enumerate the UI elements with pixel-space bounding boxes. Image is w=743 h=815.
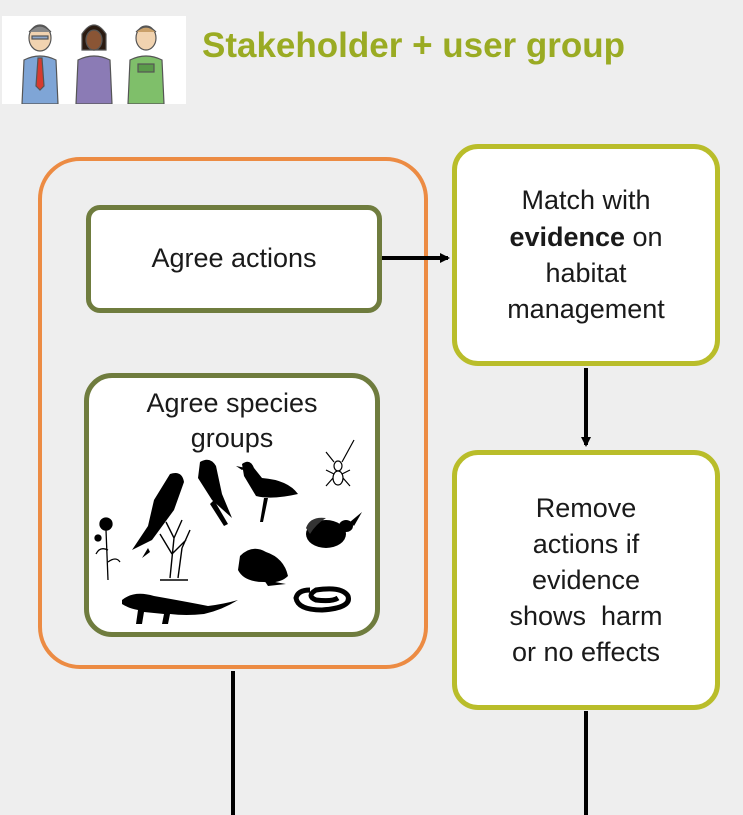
match-line4: management [507,294,665,325]
agree-species-line2: groups [190,423,274,454]
parrot-icon [132,473,184,558]
agree-species-line1: Agree species [146,388,318,418]
bird-icon [198,459,232,526]
remove-actions-box: Remove actions if evidence shows harm or… [452,450,720,710]
remove-line3: evidence [531,564,641,595]
frog-icon [238,548,288,586]
stakeholder-group-box [38,157,428,669]
match-evidence-box: Match with evidence on habitat managemen… [452,144,720,366]
agree-actions-box: Agree actions [86,205,382,313]
match-line2: evidence on [509,219,662,255]
match-line1: Match with [521,185,651,216]
bee-icon [306,512,362,548]
people-illustration-icon [2,16,186,104]
match-line3: habitat [545,258,627,288]
agree-actions-label: Agree actions [151,243,317,274]
snake-icon [293,586,351,613]
shrub-icon [159,519,191,581]
header-title: Stakeholder + user group [202,26,626,65]
remove-line2: actions if [532,528,640,559]
flower-icon [94,517,121,581]
remove-line1: Remove [535,492,637,523]
wader-icon [236,461,298,522]
species-silhouettes [94,439,362,624]
remove-line4: shows harm [509,601,663,632]
match-evidence-bold: evidence [509,221,626,252]
insect-icon [325,439,355,487]
agree-species-groups-box: Agree species groups [84,373,380,637]
otter-icon [122,593,238,624]
remove-line5: or no effects [511,637,661,668]
match-line2-rest: on [625,221,663,252]
